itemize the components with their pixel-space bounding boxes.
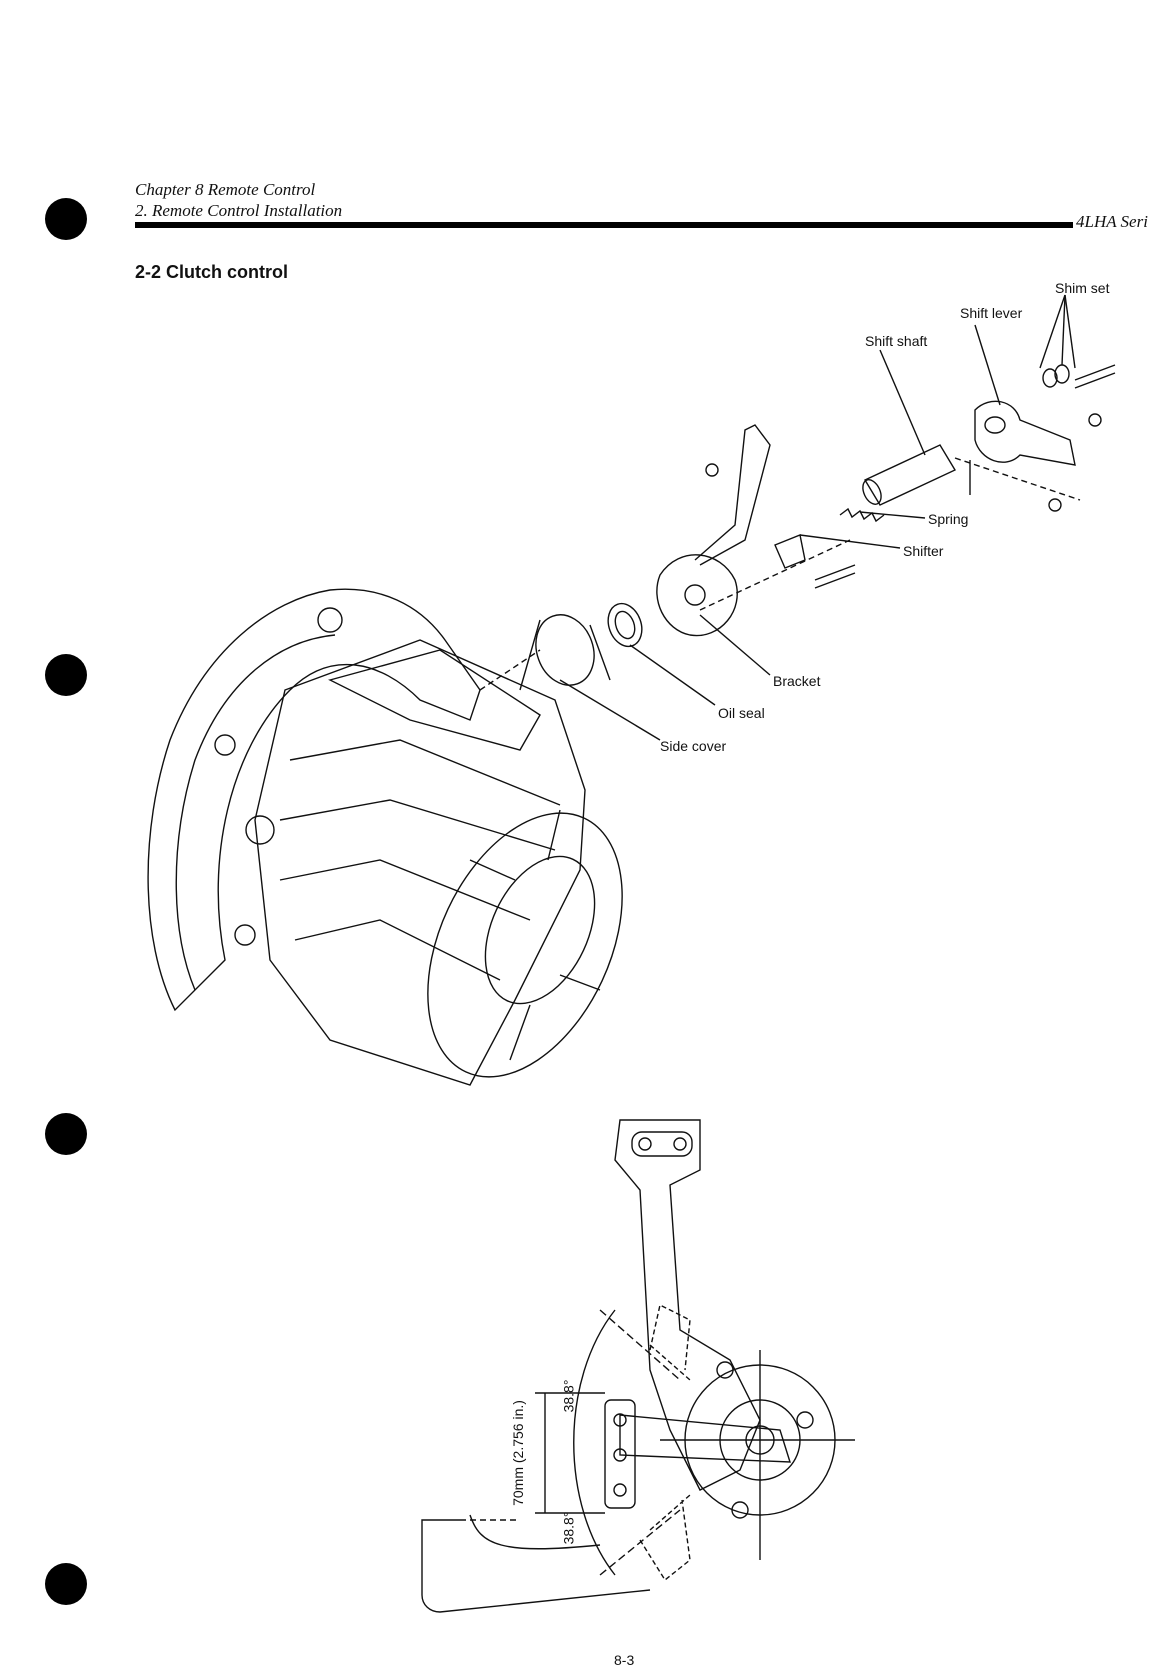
dimension-angle-upper: 38.8° (560, 1380, 576, 1413)
dimension-distance: 70mm (2.756 in.) (510, 1400, 526, 1506)
lever (620, 1415, 790, 1462)
dimension-angle-lower: 38.8° (560, 1512, 576, 1545)
page-number: 8-3 (614, 1652, 634, 1668)
slot (632, 1132, 692, 1156)
bracket-arm (615, 1120, 760, 1490)
cable-hook (422, 1520, 650, 1612)
angle-arc (574, 1310, 615, 1575)
